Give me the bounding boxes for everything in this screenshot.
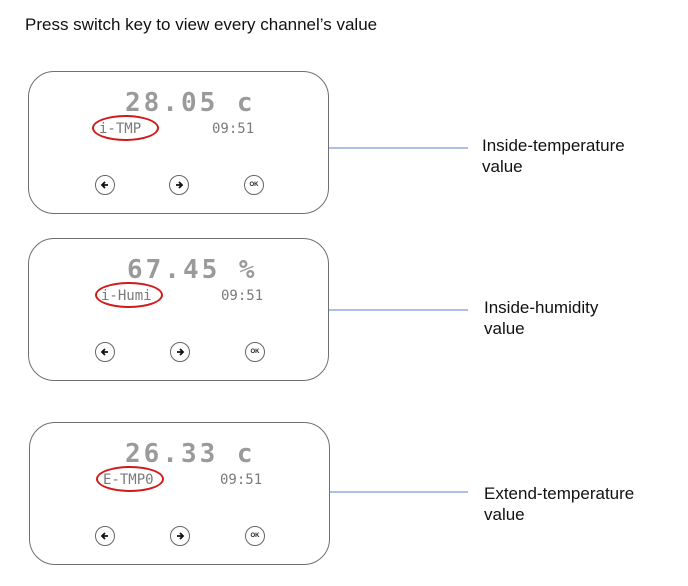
callout-label-inside-temperature: Inside-temperature value xyxy=(482,136,625,176)
device-panel-extend-temperature: 26.33 c E-TMP0 09:51 OK xyxy=(29,422,330,565)
display-reading: 26.33 c xyxy=(125,439,256,469)
ok-button-label: OK xyxy=(249,182,259,188)
display-time: 09:51 xyxy=(212,121,255,137)
display-time: 09:51 xyxy=(221,288,264,304)
arrow-left-icon xyxy=(100,348,108,356)
ok-button-label: OK xyxy=(250,533,260,539)
ok-button[interactable]: OK xyxy=(245,342,265,362)
highlight-ring xyxy=(95,282,163,308)
display-time: 09:51 xyxy=(220,472,263,488)
arrow-left-icon xyxy=(100,532,108,540)
device-panel-inside-humidity: 67.45 % i-Humi 09:51 OK xyxy=(28,238,329,381)
callout-label-extend-temperature: Extend-temperature value xyxy=(484,484,635,524)
arrow-right-icon xyxy=(177,532,185,540)
ok-button-label: OK xyxy=(250,349,260,355)
display-reading: 28.05 c xyxy=(125,88,256,118)
arrow-right-icon xyxy=(177,348,185,356)
right-button[interactable] xyxy=(170,526,190,546)
ok-button[interactable]: OK xyxy=(244,175,264,195)
callout-label-inside-humidity: Inside-humidity value xyxy=(484,298,599,338)
left-button[interactable] xyxy=(95,342,115,362)
highlight-ring xyxy=(96,466,164,492)
device-panel-inside-temperature: 28.05 c i-TMP 09:51 OK xyxy=(28,71,329,214)
arrow-left-icon xyxy=(100,181,108,189)
arrow-right-icon xyxy=(176,181,184,189)
display-reading: 67.45 % xyxy=(127,255,258,285)
page-heading: Press switch key to view every channel’s… xyxy=(25,15,378,34)
highlight-ring xyxy=(92,115,159,141)
left-button[interactable] xyxy=(95,175,115,195)
left-button[interactable] xyxy=(95,526,115,546)
right-button[interactable] xyxy=(169,175,189,195)
right-button[interactable] xyxy=(170,342,190,362)
ok-button[interactable]: OK xyxy=(245,526,265,546)
